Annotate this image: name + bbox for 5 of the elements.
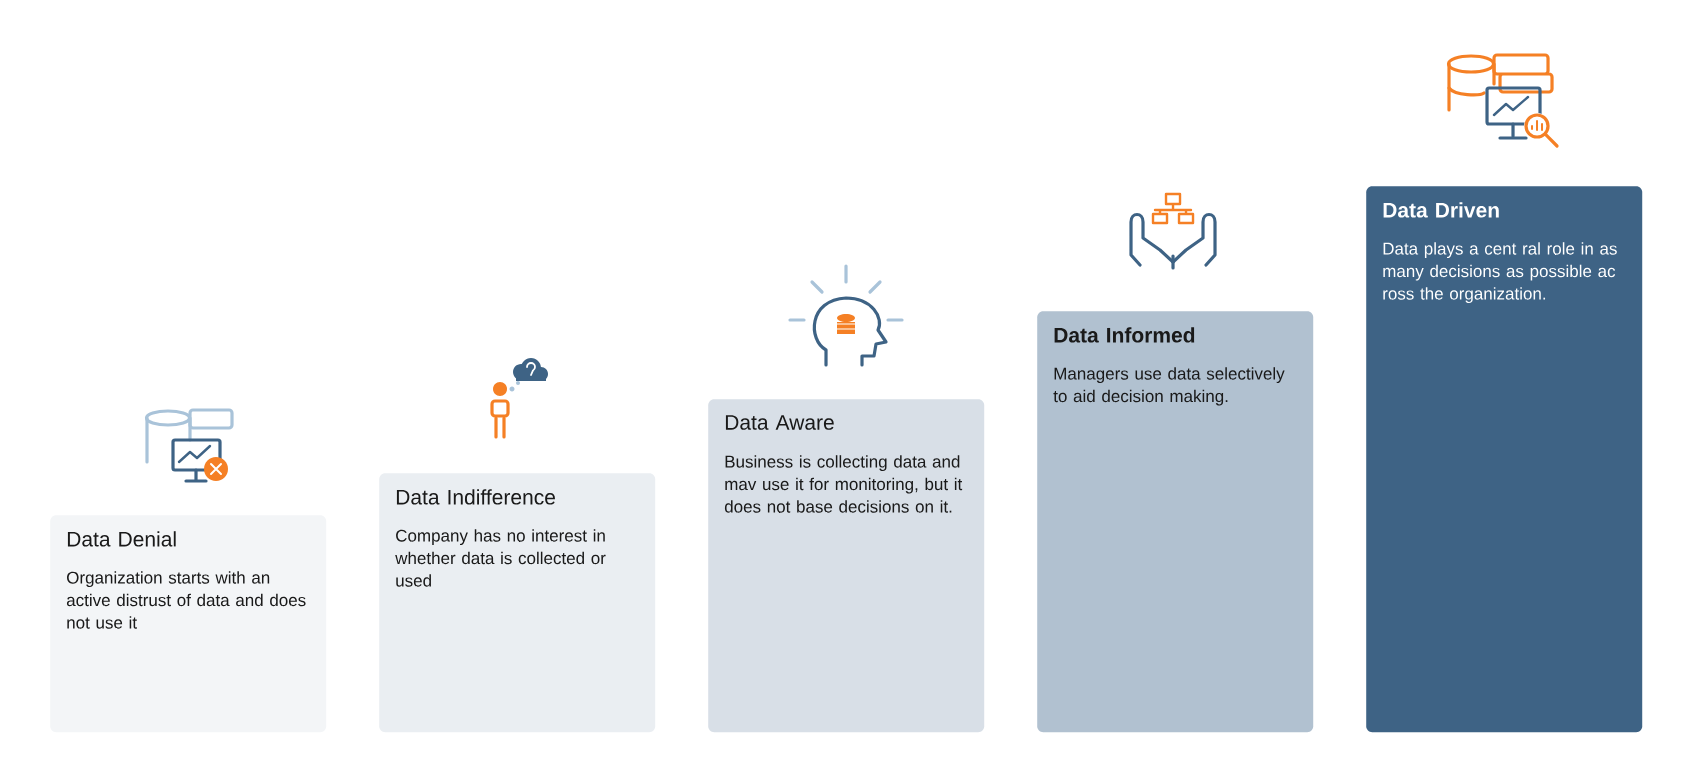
stage-card: Data Informed Managers use data selectively to aid decision making. — [1037, 311, 1314, 733]
stage-card: Data Indifference Company has no interest in whether data is collected or used — [379, 473, 656, 733]
stage-card: Data Denial Organization starts with an active distrust of data and does not use it — [50, 515, 327, 733]
stage-card: Data Driven Data plays a cent ral role in as many decisions as possible ac ross the organization. — [1366, 186, 1643, 733]
stage-card: Data Aware Business is collecting data and mav use it for monitoring, but it does not base decisions on it. — [708, 399, 985, 733]
